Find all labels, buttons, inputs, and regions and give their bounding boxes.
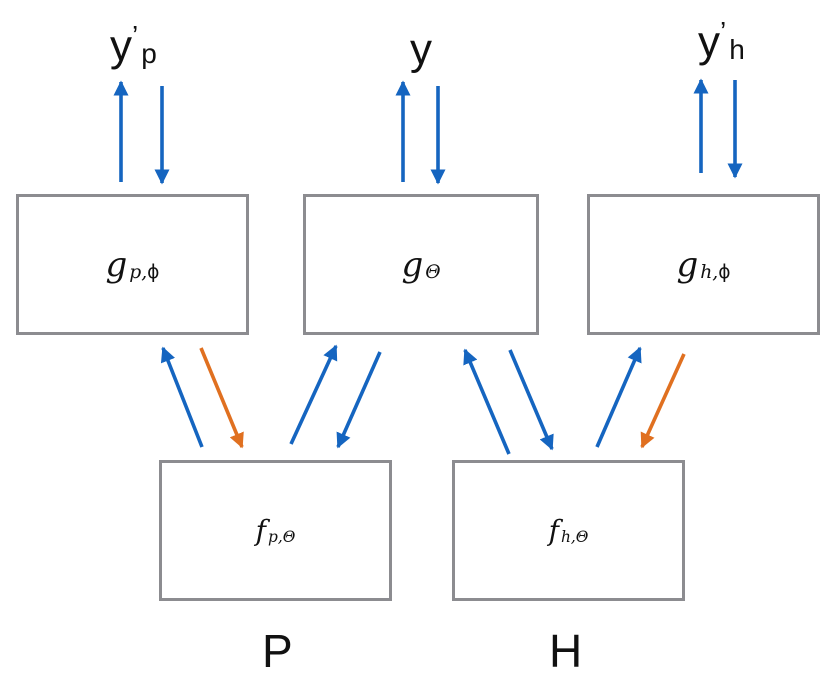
arrow-gp-to-fp bbox=[199, 347, 244, 449]
caption-premise: P bbox=[262, 625, 293, 677]
caption-hypothesis: H bbox=[549, 625, 583, 677]
output-label-premise: y’p bbox=[110, 20, 157, 71]
arrow-fp-to-gjoint bbox=[289, 344, 338, 445]
output-label-joint: y bbox=[410, 25, 432, 74]
arrow-fh-to-gh bbox=[595, 346, 642, 448]
arrow-gjoint-to-fh bbox=[508, 349, 554, 451]
arrow-fh-to-gjoint bbox=[463, 348, 511, 455]
arrow-gjoint-to-fp bbox=[336, 351, 382, 449]
output-label-hypothesis: y’h bbox=[698, 16, 745, 67]
arrow-fp-to-gp bbox=[160, 346, 204, 448]
arrow-gh-to-fh bbox=[640, 353, 686, 449]
